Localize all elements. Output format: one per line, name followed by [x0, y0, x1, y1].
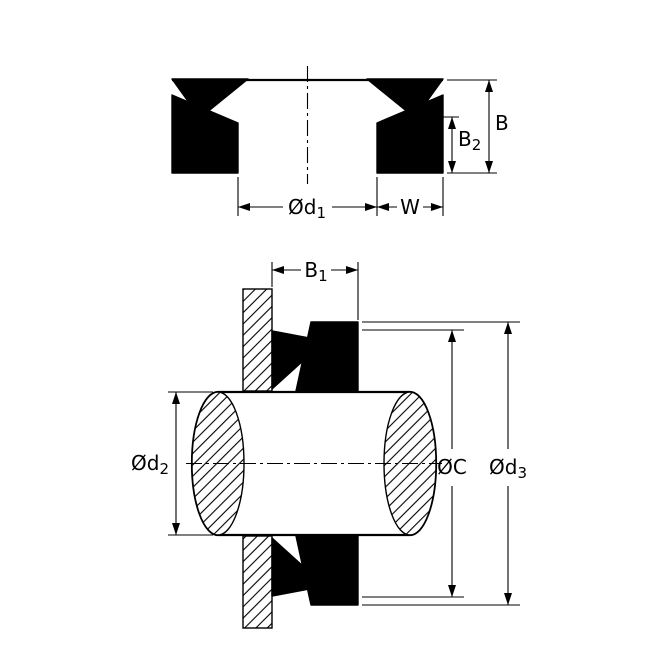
vring-seal-bottom — [271, 535, 359, 606]
installed-view: B1 Ød2 ØC Ød3 — [131, 258, 527, 629]
dimension-d1: Ød1 — [238, 195, 377, 222]
vring-seal-top — [271, 321, 359, 392]
label-w: W — [400, 195, 420, 219]
seal-top-body — [295, 321, 359, 392]
label-b1: B1 — [304, 258, 327, 285]
dimension-w: W — [377, 195, 443, 219]
dimension-c: ØC — [362, 329, 467, 598]
label-b: B — [495, 111, 509, 135]
dimension-b2: B2 — [448, 117, 481, 173]
seal-left-lip — [171, 78, 249, 119]
dimension-d3: Ød3 — [362, 321, 527, 606]
seal-right-lip — [366, 78, 444, 119]
housing-wall-top — [242, 288, 273, 392]
free-state-view: Ød1 W B2 B — [171, 66, 509, 222]
housing-wall-bottom — [242, 535, 273, 629]
dimension-b1: B1 — [271, 258, 359, 320]
dimension-b: B — [485, 80, 509, 173]
seal-right-body — [376, 94, 444, 174]
seal-left-body — [171, 94, 239, 174]
label-d3: Ød3 — [489, 455, 527, 482]
label-d1: Ød1 — [288, 195, 326, 222]
dimension-d2: Ød2 — [131, 391, 213, 536]
label-b2: B2 — [458, 127, 481, 154]
label-c: ØC — [437, 455, 467, 479]
label-d2: Ød2 — [131, 451, 169, 478]
seal-bottom-body — [295, 535, 359, 606]
